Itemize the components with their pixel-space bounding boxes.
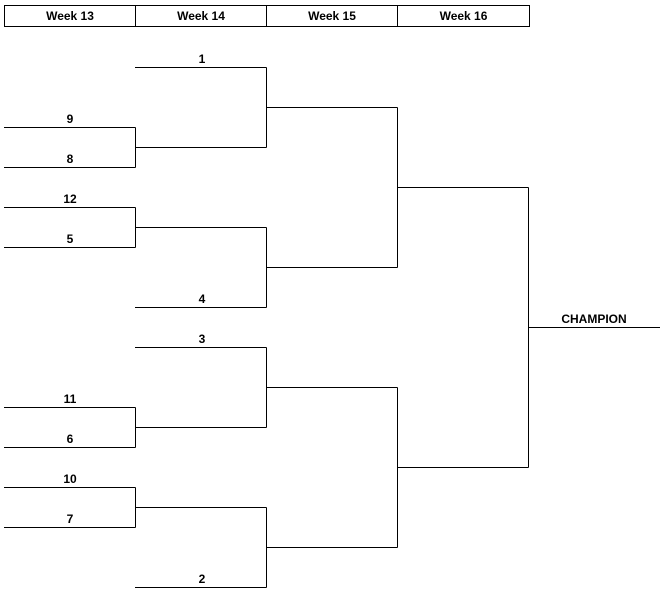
seed-label: 4 bbox=[199, 292, 206, 306]
week-header-row: Week 13 Week 14 Week 15 Week 16 bbox=[4, 5, 530, 27]
header-week-15: Week 15 bbox=[267, 6, 398, 26]
header-week-13: Week 13 bbox=[5, 6, 136, 26]
seed-label: 6 bbox=[67, 432, 74, 446]
bracket-lines bbox=[4, 67, 660, 588]
seed-label: 3 bbox=[199, 332, 206, 346]
seed-label: 10 bbox=[63, 472, 77, 486]
seed-labels: 1 9 8 12 5 4 3 11 6 10 7 2 CHAMPION bbox=[63, 52, 626, 586]
header-week-16: Week 16 bbox=[439, 9, 488, 23]
champion-label: CHAMPION bbox=[561, 312, 626, 326]
seed-label: 11 bbox=[64, 392, 77, 406]
header-week-14: Week 14 bbox=[136, 6, 267, 26]
seed-label: 7 bbox=[67, 512, 74, 526]
seed-label: 2 bbox=[199, 572, 206, 586]
seed-label: 9 bbox=[67, 112, 74, 126]
seed-label: 12 bbox=[63, 192, 77, 206]
seed-label: 5 bbox=[67, 232, 74, 246]
seed-label: 1 bbox=[199, 52, 206, 66]
seed-label: 8 bbox=[67, 152, 74, 166]
